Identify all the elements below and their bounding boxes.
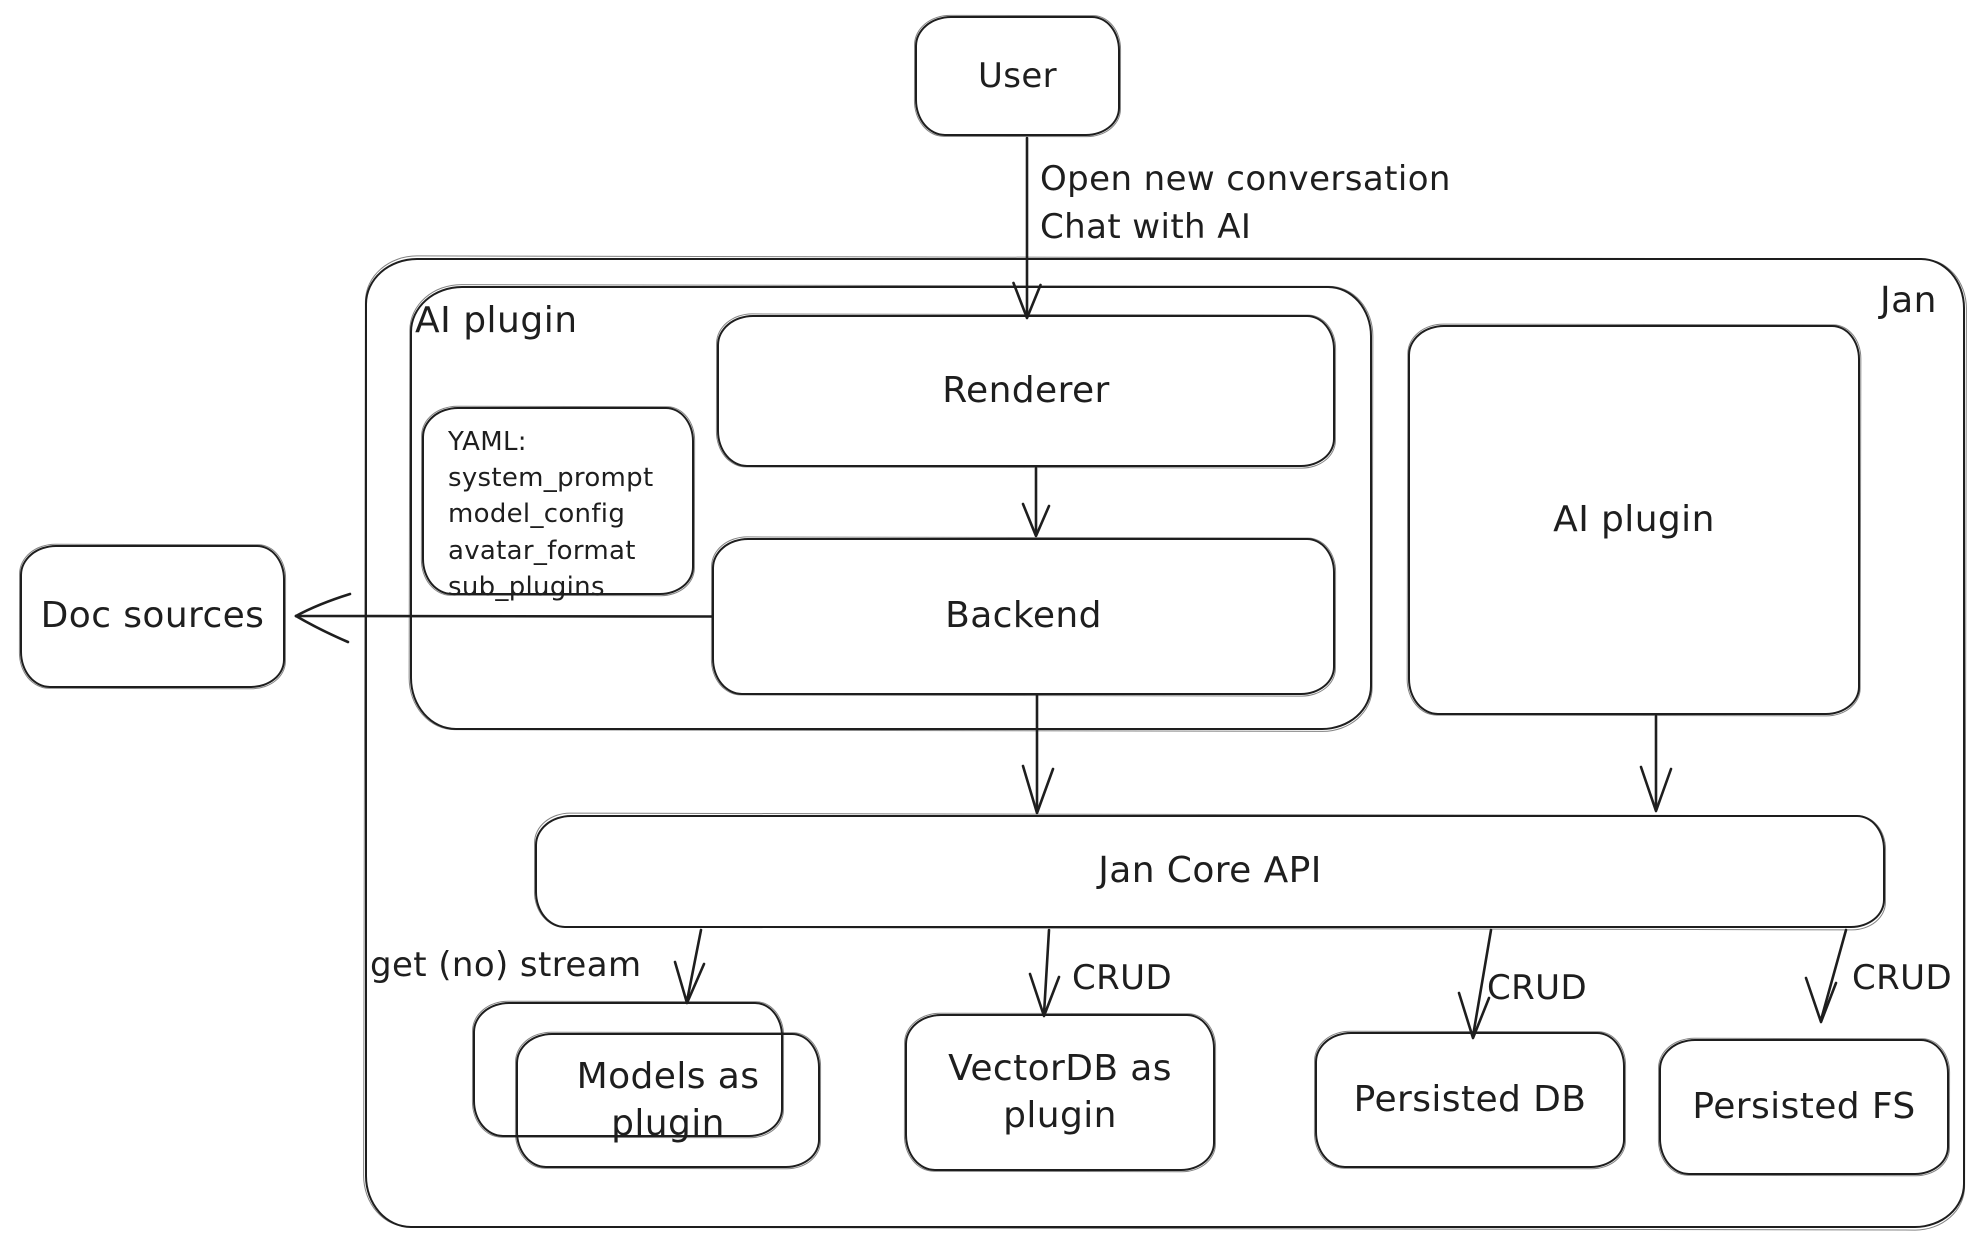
yaml-line: avatar_format <box>448 535 636 566</box>
crud-vectordb-label: CRUD <box>1072 958 1173 998</box>
user-flow-edge-label: Open new conversation Chat with AI <box>1040 155 1451 252</box>
jan-core-api-node: Jan Core API <box>535 815 1885 928</box>
ai-plugin-right-label: AI plugin <box>1553 498 1715 540</box>
crud-persisted-fs-label: CRUD <box>1852 958 1953 998</box>
backend-label: Backend <box>945 595 1102 637</box>
yaml-line: sub_plugins <box>448 571 605 602</box>
yaml-note-text: YAML: system_prompt model_config avatar_… <box>448 427 653 608</box>
persisted-fs-node: Persisted FS <box>1659 1039 1949 1175</box>
ai-plugin-left-label: AI plugin <box>415 300 578 341</box>
user-flow-edge-label-line1: Open new conversation <box>1040 159 1451 199</box>
user-node: User <box>915 16 1120 136</box>
renderer-label: Renderer <box>942 369 1110 411</box>
yaml-note: YAML: system_prompt model_config avatar_… <box>422 407 694 602</box>
user-flow-edge-label-line2: Chat with AI <box>1040 207 1252 248</box>
vectordb-node: VectorDB as plugin <box>905 1014 1215 1171</box>
models-node: Models as plugin <box>516 1033 820 1168</box>
jan-container: Jan <box>365 258 1965 1228</box>
stream-edge-label: get (no) stream <box>370 945 642 985</box>
vectordb-label: VectorDB as plugin <box>948 1047 1172 1136</box>
backend-node: Backend <box>712 538 1335 695</box>
persisted-fs-label: Persisted FS <box>1692 1085 1916 1127</box>
ai-plugin-left-container: AI plugin <box>410 286 1372 730</box>
jan-core-api-label: Jan Core API <box>1098 850 1322 892</box>
persisted-db-label: Persisted DB <box>1353 1078 1587 1120</box>
doc-sources-node: Doc sources <box>20 545 285 688</box>
jan-container-label: Jan <box>1880 280 1937 321</box>
ai-plugin-right-node: AI plugin <box>1408 325 1860 715</box>
crud-persisted-db-label: CRUD <box>1487 968 1588 1008</box>
yaml-line: system_prompt <box>448 463 654 494</box>
models-label: Models as plugin <box>576 1055 760 1144</box>
yaml-line: model_config <box>448 499 626 530</box>
persisted-db-node: Persisted DB <box>1315 1032 1625 1168</box>
user-label: User <box>977 55 1058 96</box>
yaml-line: YAML: <box>448 427 527 457</box>
renderer-node: Renderer <box>717 315 1335 467</box>
doc-sources-label: Doc sources <box>40 595 265 637</box>
